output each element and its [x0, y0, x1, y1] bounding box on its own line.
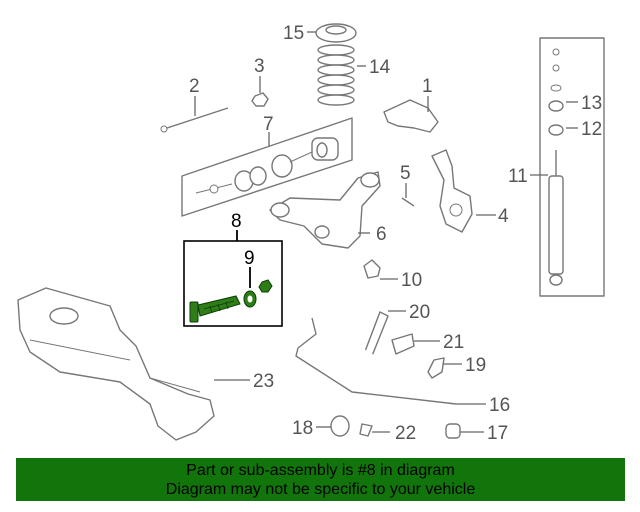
- leader-lines: [194, 31, 578, 433]
- callout-20: 20: [409, 302, 430, 323]
- callout-2: 2: [189, 76, 200, 97]
- callout-21: 21: [443, 332, 464, 353]
- callout-12: 12: [581, 119, 602, 140]
- part-3-nut: [251, 92, 269, 107]
- part-14-spring: [317, 44, 355, 106]
- part-6-control-arm: [269, 171, 381, 249]
- part-22-clip: [359, 423, 373, 437]
- part-18-bushing: [330, 415, 350, 437]
- callout-16: 16: [489, 395, 510, 416]
- part-10-ball-joint: [363, 259, 381, 279]
- part-21-bracket: [391, 333, 415, 355]
- callout-1: 1: [422, 76, 433, 97]
- info-banner: Part or sub-assembly is #8 in diagram Di…: [16, 458, 625, 501]
- callout-13: 13: [581, 93, 602, 114]
- part-17-bushing: [445, 423, 461, 439]
- callout-17: 17: [487, 423, 508, 444]
- callout-7: 7: [263, 114, 274, 135]
- panel-11-shock: [539, 37, 605, 297]
- callout-11: 11: [508, 166, 528, 187]
- part-5-bolt: [401, 197, 415, 207]
- callout-3: 3: [254, 56, 265, 77]
- panel-7: [181, 117, 353, 217]
- part-8-highlight-bolt: [189, 295, 241, 323]
- callout-23: 23: [253, 371, 274, 392]
- part-1-bracket: [383, 99, 439, 133]
- part-8-box: [183, 240, 283, 327]
- callout-19: 19: [465, 355, 486, 376]
- part-2-bolt: [160, 107, 229, 133]
- callout-5: 5: [400, 163, 411, 184]
- callout-4: 4: [498, 206, 509, 227]
- callout-14: 14: [369, 57, 391, 78]
- callout-18: 18: [292, 418, 313, 439]
- callout-9: 9: [244, 248, 255, 269]
- part-16-stabilizer-bar: [295, 317, 457, 405]
- part-4-knuckle: [431, 149, 473, 233]
- callout-8: 8: [231, 211, 242, 232]
- banner-line-2: Diagram may not be specific to your vehi…: [165, 481, 476, 498]
- callout-labels: 1 2 3 4 5 6 7 8 9 10 11 12 13 14 15 16 1…: [189, 23, 602, 444]
- part-23-subframe: [17, 287, 215, 441]
- part-19-bushing: [427, 357, 445, 379]
- callout-10: 10: [401, 270, 422, 291]
- part-8-nut: [258, 279, 273, 293]
- part-20-link: [363, 311, 389, 357]
- callout-15: 15: [283, 23, 304, 44]
- banner-line-1: Part or sub-assembly is #8 in diagram: [186, 462, 455, 479]
- callout-6: 6: [376, 224, 387, 245]
- part-15-seat: [315, 23, 357, 43]
- callout-22: 22: [395, 423, 416, 444]
